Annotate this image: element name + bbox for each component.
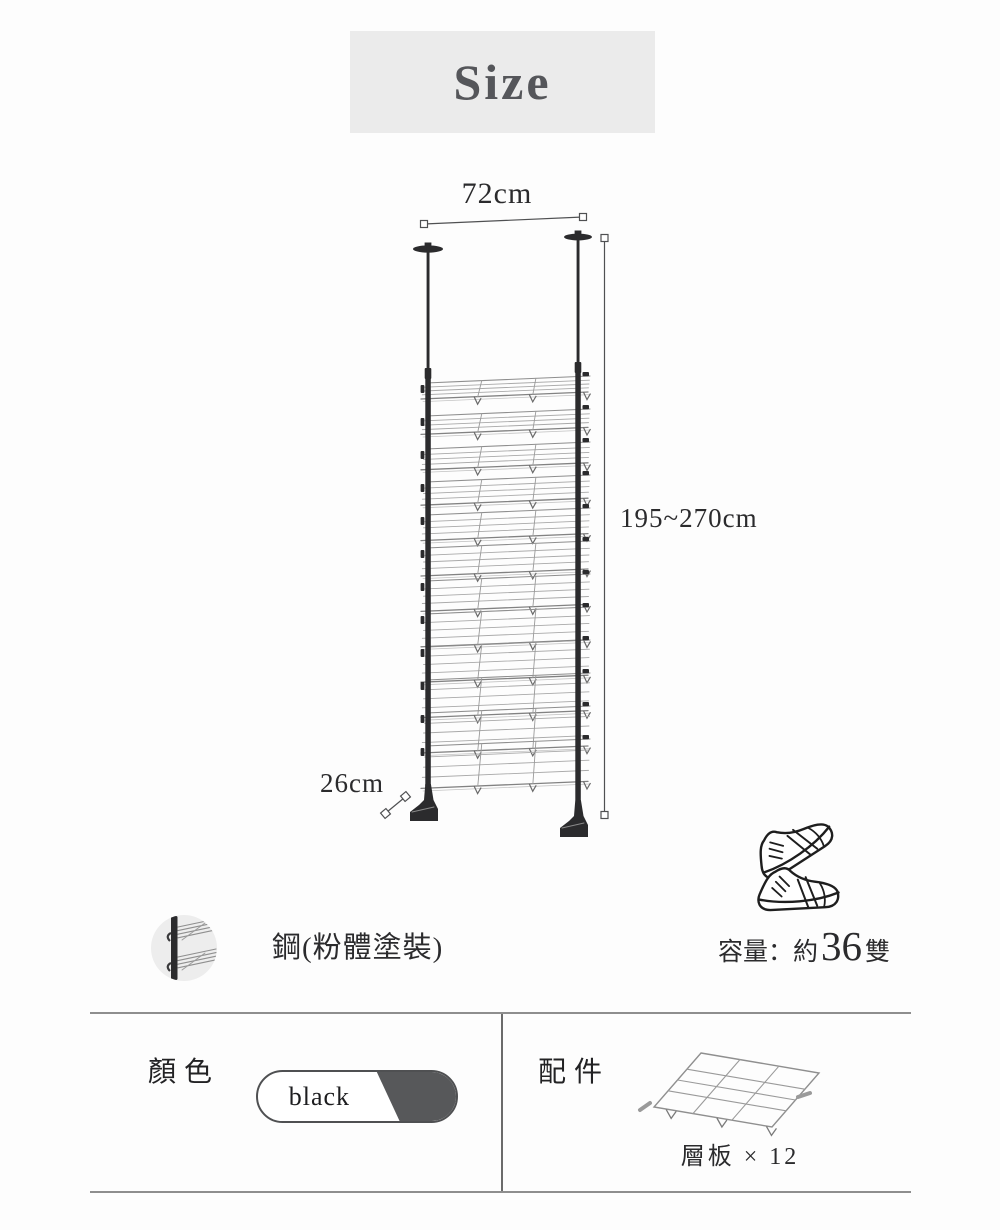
tension-poles bbox=[410, 230, 592, 837]
capacity-value: 36 bbox=[821, 923, 863, 969]
color-spec-label: 顏色 bbox=[148, 1057, 221, 1088]
section-title-box: Size bbox=[350, 31, 655, 133]
capacity-unit: 雙 bbox=[865, 939, 891, 966]
accessory-count-label: 層板 × 12 bbox=[680, 1144, 800, 1170]
spec-table-top-border bbox=[90, 1012, 911, 1014]
accessory-spec-label: 配件 bbox=[538, 1057, 611, 1088]
depth-dimension-label: 26cm bbox=[320, 768, 384, 798]
spec-table-bottom-border bbox=[90, 1191, 911, 1193]
color-swatch-black: black bbox=[256, 1070, 458, 1123]
section-title: Size bbox=[453, 54, 552, 110]
width-dimension-label: 72cm bbox=[461, 177, 533, 210]
material-swatch bbox=[151, 915, 217, 981]
wire-shelves bbox=[420, 372, 592, 795]
color-name: black bbox=[288, 1082, 351, 1111]
dimension-lines bbox=[379, 212, 609, 820]
sneakers-icon bbox=[757, 823, 840, 912]
height-dimension-label: 195~270cm bbox=[620, 503, 758, 533]
capacity-prefix: 容量：約 bbox=[718, 939, 819, 966]
spec-table-divider bbox=[501, 1014, 503, 1191]
material-label: 鋼(粉體塗裝) bbox=[272, 932, 444, 964]
wire-shelf-icon bbox=[638, 1052, 821, 1137]
